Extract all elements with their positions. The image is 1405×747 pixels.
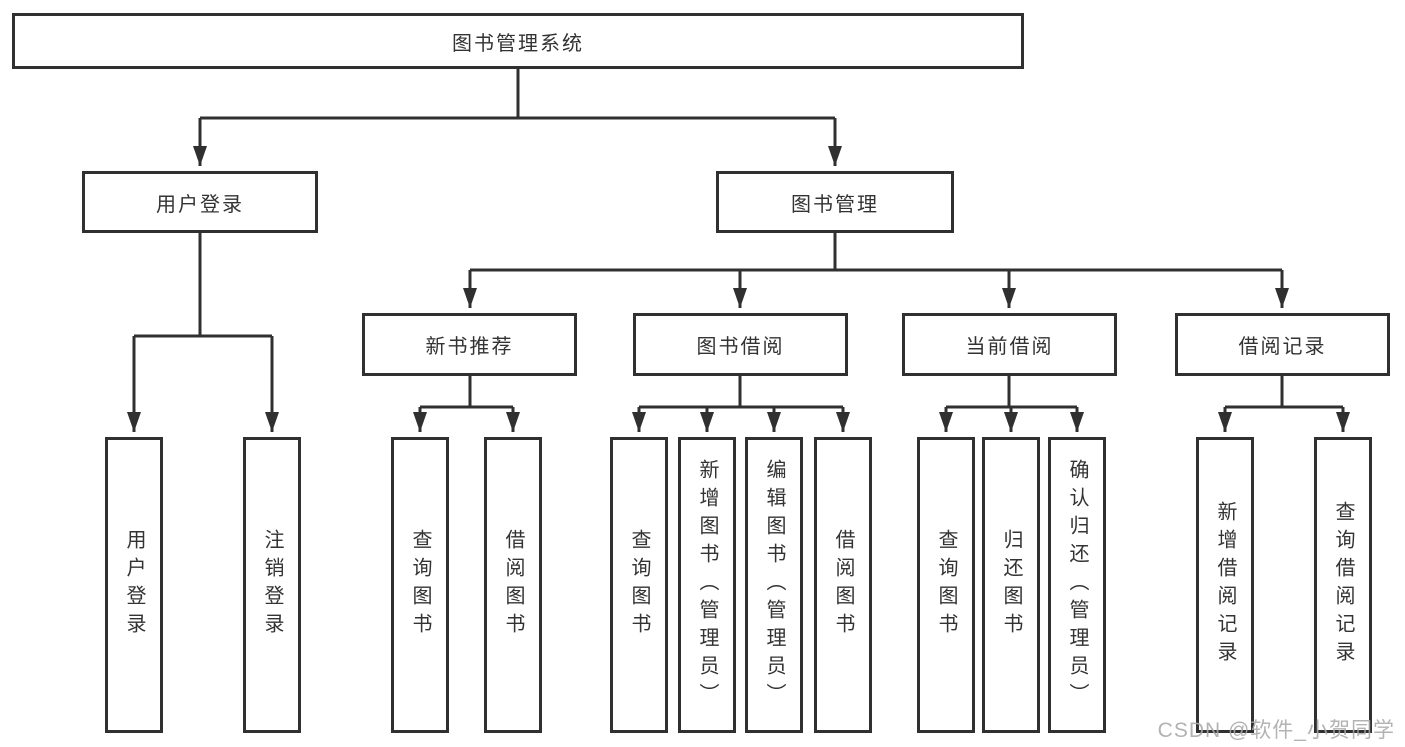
leaf-logout: 注销登录 bbox=[243, 437, 301, 733]
node-label: 图书管理 bbox=[791, 193, 879, 216]
leaf-query-book-recommend: 查询图书 bbox=[391, 437, 449, 733]
leaf-query-book-borrowing: 查询图书 bbox=[610, 437, 668, 733]
leaf-borrow-book-recommend: 借阅图书 bbox=[484, 437, 542, 733]
node-label: 查询图书 bbox=[935, 529, 957, 641]
leaf-add-borrow-record: 新增借阅记录 bbox=[1196, 437, 1254, 733]
leaf-confirm-return-admin: 确认归还（管理员） bbox=[1048, 437, 1106, 733]
leaf-user-login: 用户登录 bbox=[105, 437, 163, 733]
leaf-query-borrow-record: 查询借阅记录 bbox=[1314, 437, 1372, 733]
leaf-query-book-current: 查询图书 bbox=[917, 437, 975, 733]
node-label: 查询借阅记录 bbox=[1332, 501, 1354, 669]
leaf-edit-book-admin: 编辑图书（管理员） bbox=[745, 437, 803, 733]
node-new-book-recommendation: 新书推荐 bbox=[362, 313, 577, 376]
node-borrowing-record: 借阅记录 bbox=[1175, 313, 1390, 376]
node-label: 图书借阅 bbox=[696, 336, 785, 358]
node-label: 确认归还（管理员） bbox=[1066, 459, 1088, 711]
node-root: 图书管理系统 bbox=[12, 13, 1024, 69]
node-label: 新增图书（管理员） bbox=[696, 459, 718, 711]
leaf-borrow-book-borrowing: 借阅图书 bbox=[814, 437, 872, 733]
node-book-borrowing: 图书借阅 bbox=[633, 313, 848, 376]
node-user-login: 用户登录 bbox=[82, 171, 318, 233]
node-label: 归还图书 bbox=[1000, 529, 1022, 641]
leaf-add-book-admin: 新增图书（管理员） bbox=[678, 437, 736, 733]
node-label: 新书推荐 bbox=[425, 336, 514, 358]
node-label: 借阅图书 bbox=[832, 529, 854, 641]
node-label: 用户登录 bbox=[156, 193, 244, 216]
node-label: 当前借阅 bbox=[965, 336, 1054, 358]
node-label: 借阅记录 bbox=[1238, 336, 1327, 358]
node-book-management: 图书管理 bbox=[716, 171, 954, 233]
node-label: 图书管理系统 bbox=[452, 32, 584, 55]
node-label: 查询图书 bbox=[628, 529, 650, 641]
node-label: 编辑图书（管理员） bbox=[763, 459, 785, 711]
node-label: 借阅图书 bbox=[502, 529, 524, 641]
watermark: CSDN @软件_小贺同学 bbox=[1157, 719, 1395, 742]
node-current-borrowing: 当前借阅 bbox=[902, 313, 1117, 376]
leaf-return-book: 归还图书 bbox=[982, 437, 1040, 733]
node-label: 新增借阅记录 bbox=[1214, 501, 1236, 669]
node-label: 用户登录 bbox=[123, 529, 145, 641]
node-label: 注销登录 bbox=[261, 529, 283, 641]
node-label: 查询图书 bbox=[409, 529, 431, 641]
